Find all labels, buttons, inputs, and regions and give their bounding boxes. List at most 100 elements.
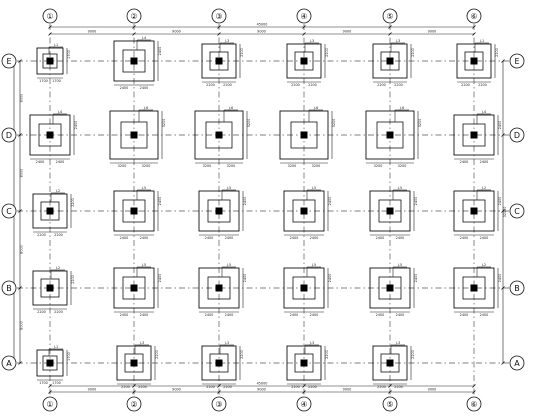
footing-dim-right: 2200 <box>394 83 403 87</box>
footing-inner-step <box>376 121 404 149</box>
footing-dim-vertical: 2200 <box>495 48 499 57</box>
dim-tick <box>302 25 306 29</box>
column-section <box>300 284 308 292</box>
footing-dim-left: 2200 <box>206 385 215 389</box>
top-column-label: ⑤ <box>386 12 393 21</box>
right-row-label: B <box>514 284 520 293</box>
axis-bubble-circle <box>126 396 142 412</box>
footing-inner-step <box>209 353 229 373</box>
column-section <box>46 131 54 139</box>
footing-type-label: J-1 <box>479 39 484 43</box>
column-section <box>215 284 223 292</box>
left-bay-dim: 8000 <box>20 169 24 178</box>
footing-dim-vertical: 2400 <box>243 274 247 283</box>
footing-outer-outline <box>453 114 495 156</box>
footing-outer-outline <box>372 43 408 79</box>
footing-type-label: J-3 <box>309 39 314 43</box>
dim-tick <box>48 25 52 29</box>
footing-dim-vertical: 3200 <box>247 119 251 128</box>
footing-dim-vertical: 3200 <box>162 119 166 128</box>
footing-dim-vertical: 3200 <box>332 119 336 128</box>
axis-bubble-circle <box>1 203 17 219</box>
dim-tick <box>472 384 476 388</box>
dim-tick <box>217 25 221 29</box>
footing-inner-step <box>40 278 60 298</box>
dim-tick <box>501 361 505 365</box>
footing-type-label: J-6 <box>399 106 404 110</box>
top-bay-dim: 9000 <box>428 30 437 34</box>
axis-bubble-circle <box>466 8 482 24</box>
footing-inner-step <box>122 49 146 73</box>
bottom-bay-dim: 9000 <box>88 388 97 392</box>
footing-outer-outline <box>286 43 322 79</box>
footing-dim-left: 2400 <box>205 313 214 317</box>
footing-dim-right: 2400 <box>225 236 234 240</box>
bottom-column-label: ⑤ <box>386 400 393 409</box>
dim-tick <box>472 32 476 36</box>
footing-dim-right: 3200 <box>312 164 321 168</box>
dim-tick <box>501 209 505 213</box>
footing-dim-left: 2200 <box>377 83 386 87</box>
dim-tick <box>18 59 22 63</box>
footing-dim-vertical: 2400 <box>243 197 247 206</box>
axis-bubble-circle <box>1 53 17 69</box>
footing-dim-vertical: 2200 <box>155 350 159 359</box>
footing-dim-vertical: 2200 <box>71 275 75 284</box>
footing-dim-left: 2400 <box>290 236 299 240</box>
footing-outer-outline <box>113 40 155 82</box>
footing-outer-outline <box>32 193 68 229</box>
axis-bubble-circle <box>1 280 17 296</box>
footing-dim-right: 2400 <box>396 313 405 317</box>
column-section <box>46 284 54 292</box>
axis-bubble-circle <box>382 396 398 412</box>
footing-dim-vertical: 2400 <box>414 274 418 283</box>
footing-dim-right: 2400 <box>225 313 234 317</box>
footing-dim-vertical: 2200 <box>411 48 415 57</box>
footing-type-label: J-5 <box>226 186 231 190</box>
axis-bubble-circle <box>509 127 525 143</box>
footing-inner-step <box>120 121 148 149</box>
dim-tick <box>388 390 392 394</box>
footing-outer-outline <box>369 267 411 309</box>
footing-type-label: J-3 <box>395 39 400 43</box>
footing-dim-vertical: 2200 <box>325 350 329 359</box>
left-row-label: C <box>6 207 12 216</box>
top-bay-dim: 9000 <box>343 30 352 34</box>
footing-dim-right: 2400 <box>480 160 489 164</box>
footing-dim-left: 2200 <box>377 385 386 389</box>
bottom-column-label: ③ <box>215 400 222 409</box>
footing-type-label: J-3 <box>395 341 400 345</box>
dim-tick <box>18 209 22 213</box>
footing-dim-left: 2200 <box>291 83 300 87</box>
footing-outer-outline <box>109 110 159 160</box>
footing-outer-outline <box>453 190 495 232</box>
axis-bubble-circle <box>296 396 312 412</box>
footing-dim-right: 2200 <box>223 83 232 87</box>
footing-inner-step <box>122 276 146 300</box>
footing-dim-left: 2400 <box>205 236 214 240</box>
top-column-label: ① <box>46 12 53 21</box>
dim-tick <box>302 32 306 36</box>
footing-inner-step <box>294 353 314 373</box>
footing-dim-vertical: 2400 <box>158 274 162 283</box>
dimension-lines <box>12 25 505 394</box>
footing-dim-left: 2200 <box>121 385 130 389</box>
right-total-dim: 32000 <box>503 207 507 218</box>
top-bay-dim: 9000 <box>88 30 97 34</box>
axis-bubble-circle <box>1 355 17 371</box>
bottom-bay-dim: 9000 <box>257 388 266 392</box>
top-total-dim: 45000 <box>257 23 268 27</box>
footing-dim-right: 2400 <box>396 236 405 240</box>
footing-inner-step <box>207 199 231 223</box>
footing-dim-right: 2400 <box>140 313 149 317</box>
